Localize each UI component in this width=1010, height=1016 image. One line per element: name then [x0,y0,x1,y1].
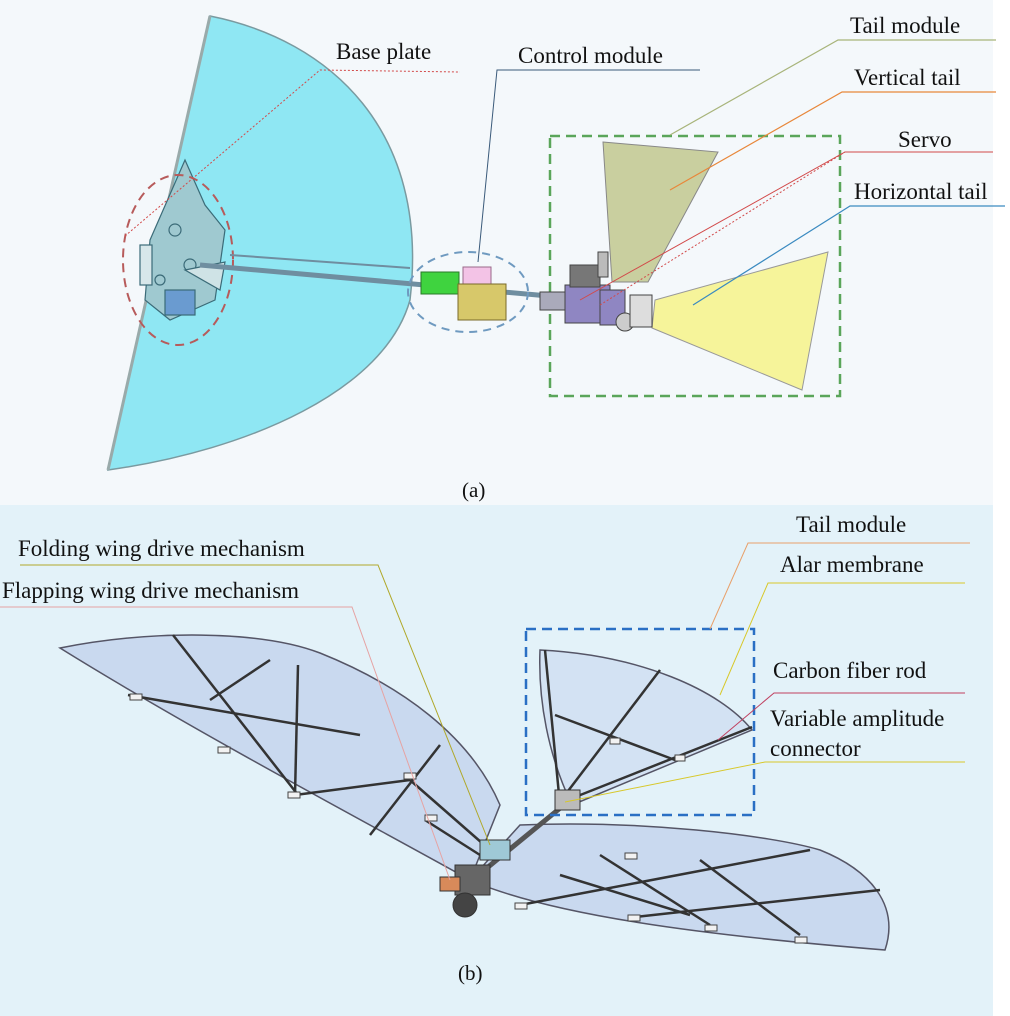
label-alar-membrane: Alar membrane [780,552,924,577]
label-variable-amplitude-1: Variable amplitude [770,706,945,731]
caption-a: (a) [462,478,486,502]
alar-membrane-leader [719,582,965,696]
label-base-plate: Base plate [336,39,432,64]
label-folding-wing: Folding wing drive mechanism [18,536,305,561]
pink-component [462,266,492,286]
label-servo: Servo [898,127,952,152]
tail-module-box [548,134,842,398]
label-variable-amplitude-2: connector [770,736,861,761]
tail-module-box [524,627,756,817]
label-carbon-fiber-rod: Carbon fiber rod [773,658,927,683]
control-module-highlight [407,251,529,333]
tail-module-leader [709,542,970,630]
base-plate [139,158,226,321]
olive-component [457,283,507,321]
panel-b: Folding wing drive mechanism Flapping wi… [0,505,993,1016]
panel-a-drawing [106,15,1005,471]
flapping-wing-leader [0,606,451,881]
base-plate-highlight [122,174,234,346]
horizontal-tail-leader [692,205,1005,306]
panel-b-drawing [0,542,970,951]
variable-amplitude-leader [564,761,965,803]
label-tail-module-b: Tail module [796,512,907,537]
horizontal-tail [651,251,829,391]
label-tail-module: Tail module [850,13,961,38]
main-wing [107,15,414,471]
label-vertical-tail: Vertical tail [854,65,961,90]
panel-a: Base plate Control module Tail module Ve… [0,0,1005,505]
vertical-tail-leader [669,91,996,191]
label-control-module: Control module [518,43,664,68]
vertical-tail [602,141,719,283]
caption-b: (b) [458,961,483,985]
folding-wing-leader [20,564,491,846]
carbon-fiber-rod-leader [717,692,965,741]
tail-membrane [539,649,754,806]
label-horizontal-tail: Horizontal tail [854,179,988,204]
label-flapping-wing: Flapping wing drive mechanism [2,578,300,603]
left-wing-membrane [57,634,501,882]
carbon-fiber-rods [127,634,881,936]
servo-leader-2 [599,151,846,306]
base-plate-leader [124,69,461,237]
servo [539,251,653,332]
rod-joints [129,693,808,944]
green-component [420,271,460,295]
right-wing-membrane [468,823,890,951]
tail-module-leader [669,39,996,136]
control-module-leader [477,69,700,263]
